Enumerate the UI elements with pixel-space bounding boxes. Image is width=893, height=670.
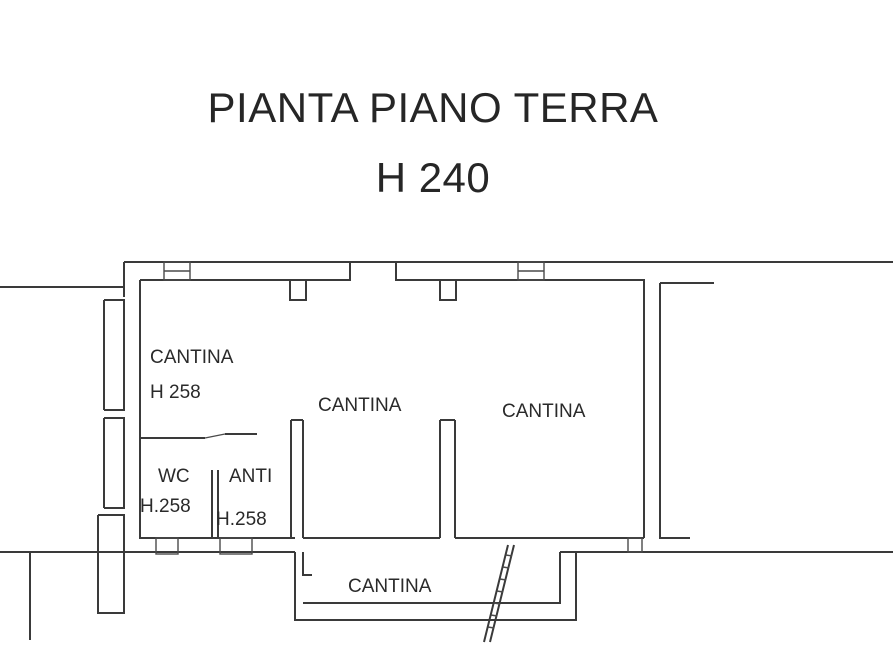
plan-title: PIANTA PIANO TERRA xyxy=(207,84,659,131)
pilaster-top-1 xyxy=(289,280,307,301)
room-height-anti: H.258 xyxy=(216,509,267,530)
bottom-left-pier xyxy=(97,514,125,614)
room-height-wc: H.258 xyxy=(140,496,191,517)
left-recess-1 xyxy=(104,299,125,411)
window-bottom-anti xyxy=(219,537,253,555)
room-label-anti: ANTI xyxy=(229,466,272,487)
inner-walls xyxy=(124,261,893,643)
window-bottom-wc xyxy=(155,537,179,555)
room-label-cantina-1: CANTINA xyxy=(150,347,234,368)
partition-wall-1 xyxy=(290,419,304,538)
window-bottom-right xyxy=(627,537,643,553)
lower-cantina-notch xyxy=(302,552,312,576)
left-recess-2 xyxy=(104,417,125,509)
room-label-wc: WC xyxy=(158,466,190,487)
plan-height-label: H 240 xyxy=(375,154,491,201)
room-label-cantina-2: CANTINA xyxy=(318,395,402,416)
lower-cantina-outer xyxy=(294,552,577,621)
outer-walls xyxy=(0,261,893,640)
stair-ramp xyxy=(483,544,515,643)
stair-treads xyxy=(487,554,513,629)
top-inner-left xyxy=(140,262,351,281)
room-label-cantina-lower: CANTINA xyxy=(348,576,432,597)
top-inner-right xyxy=(395,262,645,538)
partition-wall-2 xyxy=(439,419,456,538)
right-outer-wall xyxy=(659,283,690,539)
lower-cantina-inner xyxy=(303,552,561,604)
room-height-cantina-1: H 258 xyxy=(150,382,201,403)
room-labels: CANTINA H 258 CANTINA CANTINA WC H.258 A… xyxy=(140,347,586,597)
door-swing-top xyxy=(204,433,226,439)
pilaster-top-2 xyxy=(439,280,457,301)
room-label-cantina-3: CANTINA xyxy=(502,401,586,422)
